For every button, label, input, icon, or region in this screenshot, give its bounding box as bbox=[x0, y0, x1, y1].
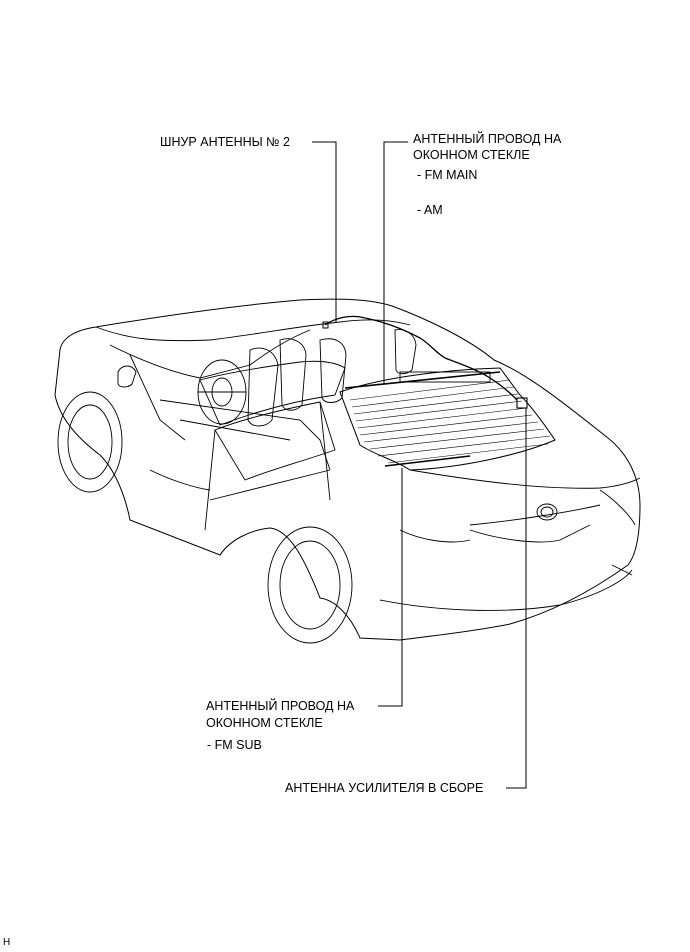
label-antenna-cord-2: ШНУР АНТЕННЫ № 2 bbox=[160, 135, 290, 149]
label-window-wire-top-line1: АНТЕННЫЙ ПРОВОД НА bbox=[413, 132, 562, 146]
car-outline bbox=[54, 298, 641, 644]
leader-window-wire-bottom bbox=[378, 468, 403, 707]
footer-code: H bbox=[3, 937, 11, 948]
leader-antenna-cord-2 bbox=[312, 141, 337, 322]
label-amplifier: АНТЕННА УСИЛИТЕЛЯ В СБОРЕ bbox=[285, 781, 484, 795]
leader-amplifier bbox=[506, 408, 527, 789]
label-window-wire-bottom-line2: ОКОННОМ СТЕКЛЕ bbox=[206, 716, 323, 730]
leader-lines bbox=[312, 141, 527, 789]
leader-window-wire-top bbox=[383, 141, 408, 384]
label-window-wire-top-line2: ОКОННОМ СТЕКЛЕ bbox=[413, 148, 530, 162]
label-fm-main: - FM MAIN bbox=[417, 168, 478, 182]
label-fm-sub: - FM SUB bbox=[207, 738, 262, 752]
label-window-wire-bottom-line1: АНТЕННЫЙ ПРОВОД НА bbox=[206, 699, 355, 713]
label-am: - AM bbox=[417, 203, 443, 217]
